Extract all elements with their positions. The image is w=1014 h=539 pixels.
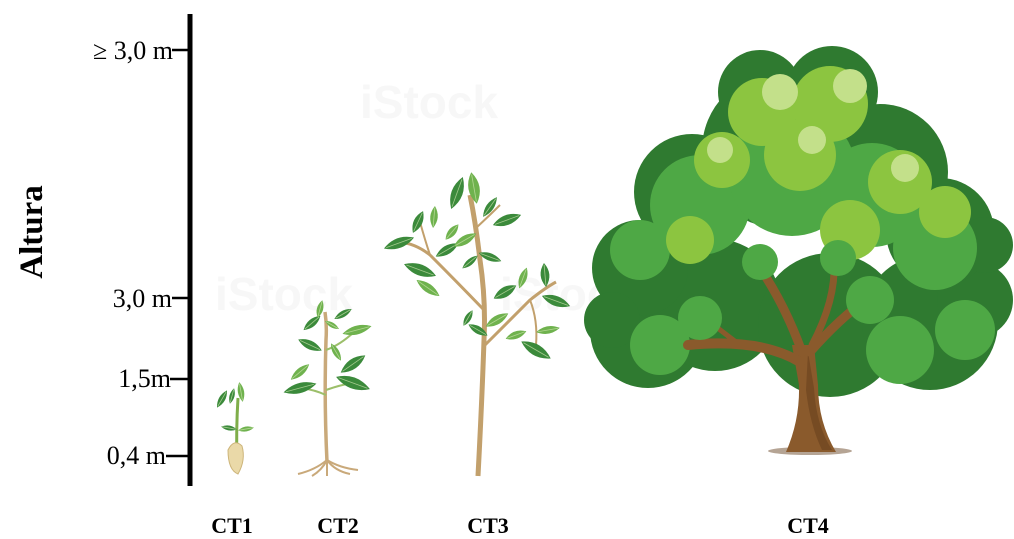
tick-label-1-5m: 1,5m: [118, 364, 171, 393]
foliage-clump: [764, 119, 836, 191]
roots: [298, 460, 358, 476]
plant-ct2-young-plant: [282, 299, 372, 476]
category-labels: CT1 CT2 CT3 CT4: [211, 513, 829, 538]
tick-label-3m: 3,0 m: [113, 284, 172, 313]
foliage-clump: [798, 126, 826, 154]
plant-ct4-tree: [584, 46, 1013, 455]
category-label-ct4: CT4: [787, 513, 829, 538]
tick-label-ge-3m: ≥ 3,0 m: [93, 36, 173, 65]
category-label-ct3: CT3: [467, 513, 509, 538]
foliage-clump: [935, 300, 995, 360]
foliage-clump: [707, 137, 733, 163]
leaf: [414, 276, 442, 299]
foliage-clump: [820, 240, 856, 276]
leaf: [504, 328, 527, 343]
leaf: [429, 206, 438, 229]
foliage-clump: [762, 74, 798, 110]
foliage-clump: [742, 244, 778, 280]
leaf: [341, 322, 372, 338]
watermark-text: iStock: [215, 268, 353, 320]
leaf: [402, 259, 438, 281]
foliage-clump: [833, 69, 867, 103]
leaf: [461, 309, 475, 328]
tick-label-0-4m: 0,4 m: [107, 441, 166, 470]
category-label-ct1: CT1: [211, 513, 253, 538]
leaf: [466, 171, 483, 204]
foliage-clump: [866, 316, 934, 384]
plant-ct3-sapling: [382, 171, 572, 476]
foliage-clump: [666, 216, 714, 264]
leaf: [443, 222, 462, 242]
leaf: [296, 336, 323, 355]
leaf: [221, 424, 238, 432]
plant-ct1-seedling: [214, 382, 254, 474]
foliage-clump: [891, 154, 919, 182]
leaf: [288, 361, 311, 382]
leaf: [282, 379, 317, 397]
axis-title: Altura: [14, 185, 50, 279]
leaf: [409, 209, 427, 234]
foliage-clump: [846, 276, 894, 324]
watermark-text: iStock: [360, 76, 498, 128]
foliage-clump: [919, 186, 971, 238]
leaf: [338, 351, 368, 376]
seed: [228, 443, 243, 474]
height-axis: ≥ 3,0 m 3,0 m 1,5m 0,4 m Altura: [14, 14, 190, 486]
stem: [325, 312, 327, 462]
leaf: [214, 389, 229, 409]
leaf: [238, 425, 255, 433]
leaf: [536, 324, 561, 336]
leaf: [491, 210, 523, 230]
foliage-clump: [678, 296, 722, 340]
category-label-ct2: CT2: [317, 513, 359, 538]
leaf: [228, 388, 237, 405]
leaf: [334, 372, 372, 395]
leaf: [460, 253, 479, 271]
leaf: [446, 175, 468, 211]
